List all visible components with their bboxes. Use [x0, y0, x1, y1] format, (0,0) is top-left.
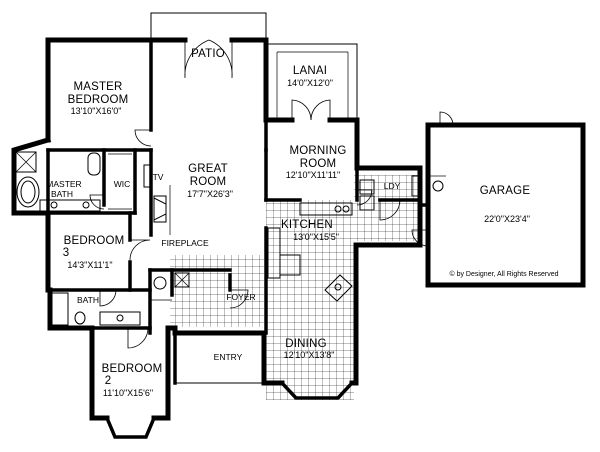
bedroom2-label-2: 2 [105, 375, 112, 387]
bedroom3-dims: 14'3"X11'1" [67, 260, 112, 270]
kitchen-label: KITCHEN [281, 219, 333, 231]
bedroom2-dims: 11'10"X15'6" [103, 388, 153, 398]
morning-room-label-1: MORNING [290, 145, 347, 157]
patio-outline [150, 12, 267, 42]
exterior-walls [11, 37, 586, 439]
great-room-dims: 17'7"X26'3" [187, 189, 233, 199]
lanai-label: LANAI [293, 65, 327, 77]
garage-fixtures [430, 175, 446, 192]
master-bedroom-label-1: MASTER [73, 81, 122, 93]
master-bath-label-1: MASTER [46, 179, 81, 189]
master-bath-label-2: BATH [51, 189, 73, 199]
bedroom3-label-2: 3 [63, 247, 70, 259]
tile-floors [170, 175, 422, 400]
kitchen-fixtures [267, 175, 421, 302]
dining-dims: 12'10"X13'8" [284, 350, 335, 360]
garage-label: GARAGE [480, 185, 531, 197]
laundry-label: LDY [384, 181, 401, 191]
master-bedroom-label-2: BEDROOM [68, 94, 129, 106]
lanai-dims: 14'0"X12'0" [287, 78, 333, 88]
morning-room-dims: 12'10"X11'11" [286, 170, 341, 180]
great-room-label-2: ROOM [190, 176, 227, 188]
tv-label: TV [153, 172, 164, 182]
bath-label: BATH [77, 295, 99, 305]
garage-dims: 22'0"X23'4" [484, 214, 530, 224]
master-bedroom-dims: 13'10"X16'0" [71, 106, 122, 116]
great-room-label-1: GREAT [188, 163, 228, 175]
copyright-text: © by Designer, All Rights Reserved [449, 270, 558, 278]
foyer-label: FOYER [226, 292, 255, 302]
wic-label: WIC [114, 179, 131, 189]
bath-fixtures [15, 151, 141, 326]
interior-walls [46, 38, 422, 385]
morning-room-label-2: ROOM [300, 158, 337, 170]
bedroom2-label-1: BEDROOM [102, 363, 163, 375]
great-room-fixtures [143, 164, 171, 235]
room-labels: PATIO LANAI 14'0"X12'0" MASTER BEDROOM 1… [46, 48, 558, 398]
dining-label: DINING [285, 338, 326, 350]
patio-label: PATIO [191, 48, 225, 60]
bedroom3-label-1: BEDROOM [64, 235, 125, 247]
fireplace-label: FIREPLACE [161, 238, 209, 248]
doors [89, 39, 454, 349]
entry-label: ENTRY [214, 352, 243, 362]
kitchen-dims: 13'0"X15'5" [293, 232, 339, 242]
foyer-fixtures [150, 272, 190, 301]
